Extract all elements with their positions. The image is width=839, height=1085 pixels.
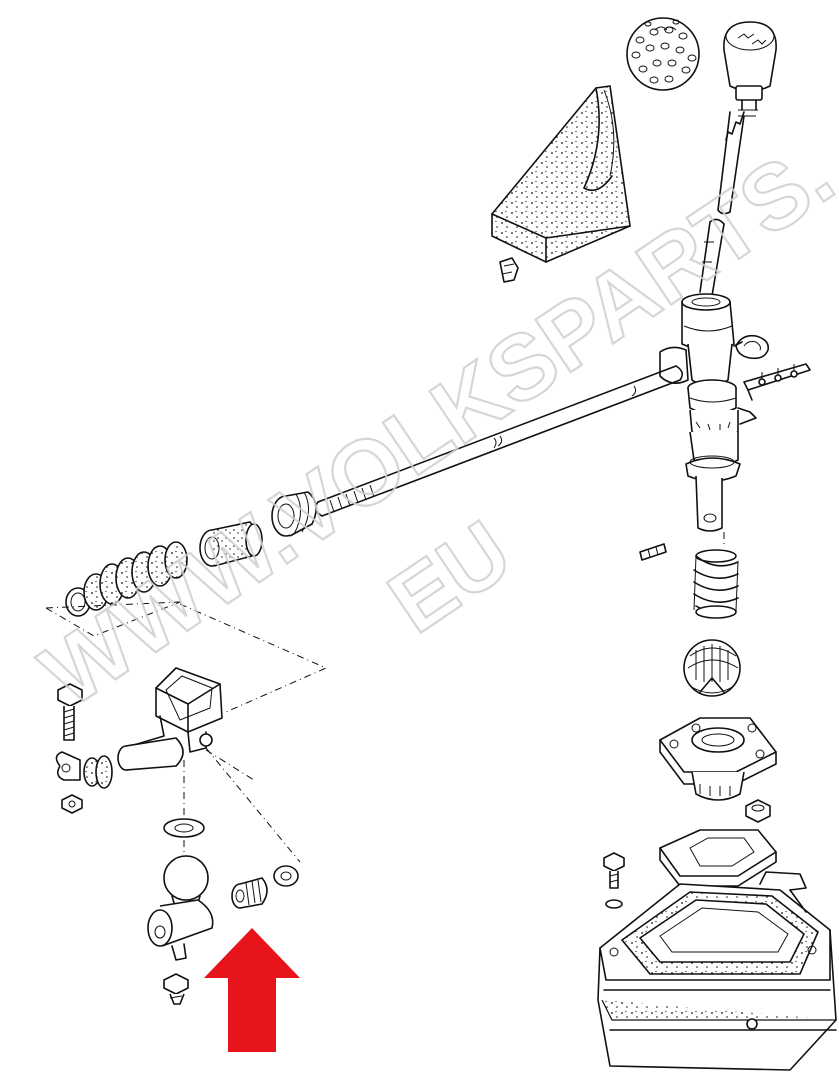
washer-right	[273, 865, 299, 887]
shift-finger	[147, 855, 214, 961]
gear-boot	[491, 85, 631, 283]
rod-sleeve	[199, 521, 263, 567]
pin-plate	[743, 363, 811, 401]
clamp	[55, 751, 113, 789]
shift-rod-bushing	[231, 877, 268, 909]
gasket-plate	[659, 829, 777, 887]
hex-bolt-right	[603, 852, 625, 909]
rubber-bellows	[65, 541, 188, 617]
lever-housing	[659, 293, 757, 532]
gear-knob-ball	[626, 17, 700, 91]
rod-coupling	[271, 491, 317, 537]
roll-pin	[639, 543, 667, 561]
gear-knob	[723, 21, 777, 117]
shift-coupling	[117, 667, 223, 771]
hex-nut-right	[745, 799, 771, 823]
shift-rod	[314, 365, 684, 517]
ball-socket	[683, 639, 741, 697]
hex-bolt-left	[57, 683, 83, 741]
shift-base-housing	[597, 871, 837, 1071]
bearing-flange	[659, 717, 777, 801]
hex-nut-left	[61, 794, 83, 814]
washer-left	[163, 818, 205, 838]
watermark-2: EU	[370, 500, 529, 653]
shift-lever	[699, 111, 745, 297]
clip-ring	[733, 334, 770, 360]
spring	[693, 549, 739, 619]
screw-left	[163, 973, 189, 1005]
red-up-arrow-icon	[204, 928, 300, 1052]
watermark-line-2: EU	[371, 501, 528, 651]
